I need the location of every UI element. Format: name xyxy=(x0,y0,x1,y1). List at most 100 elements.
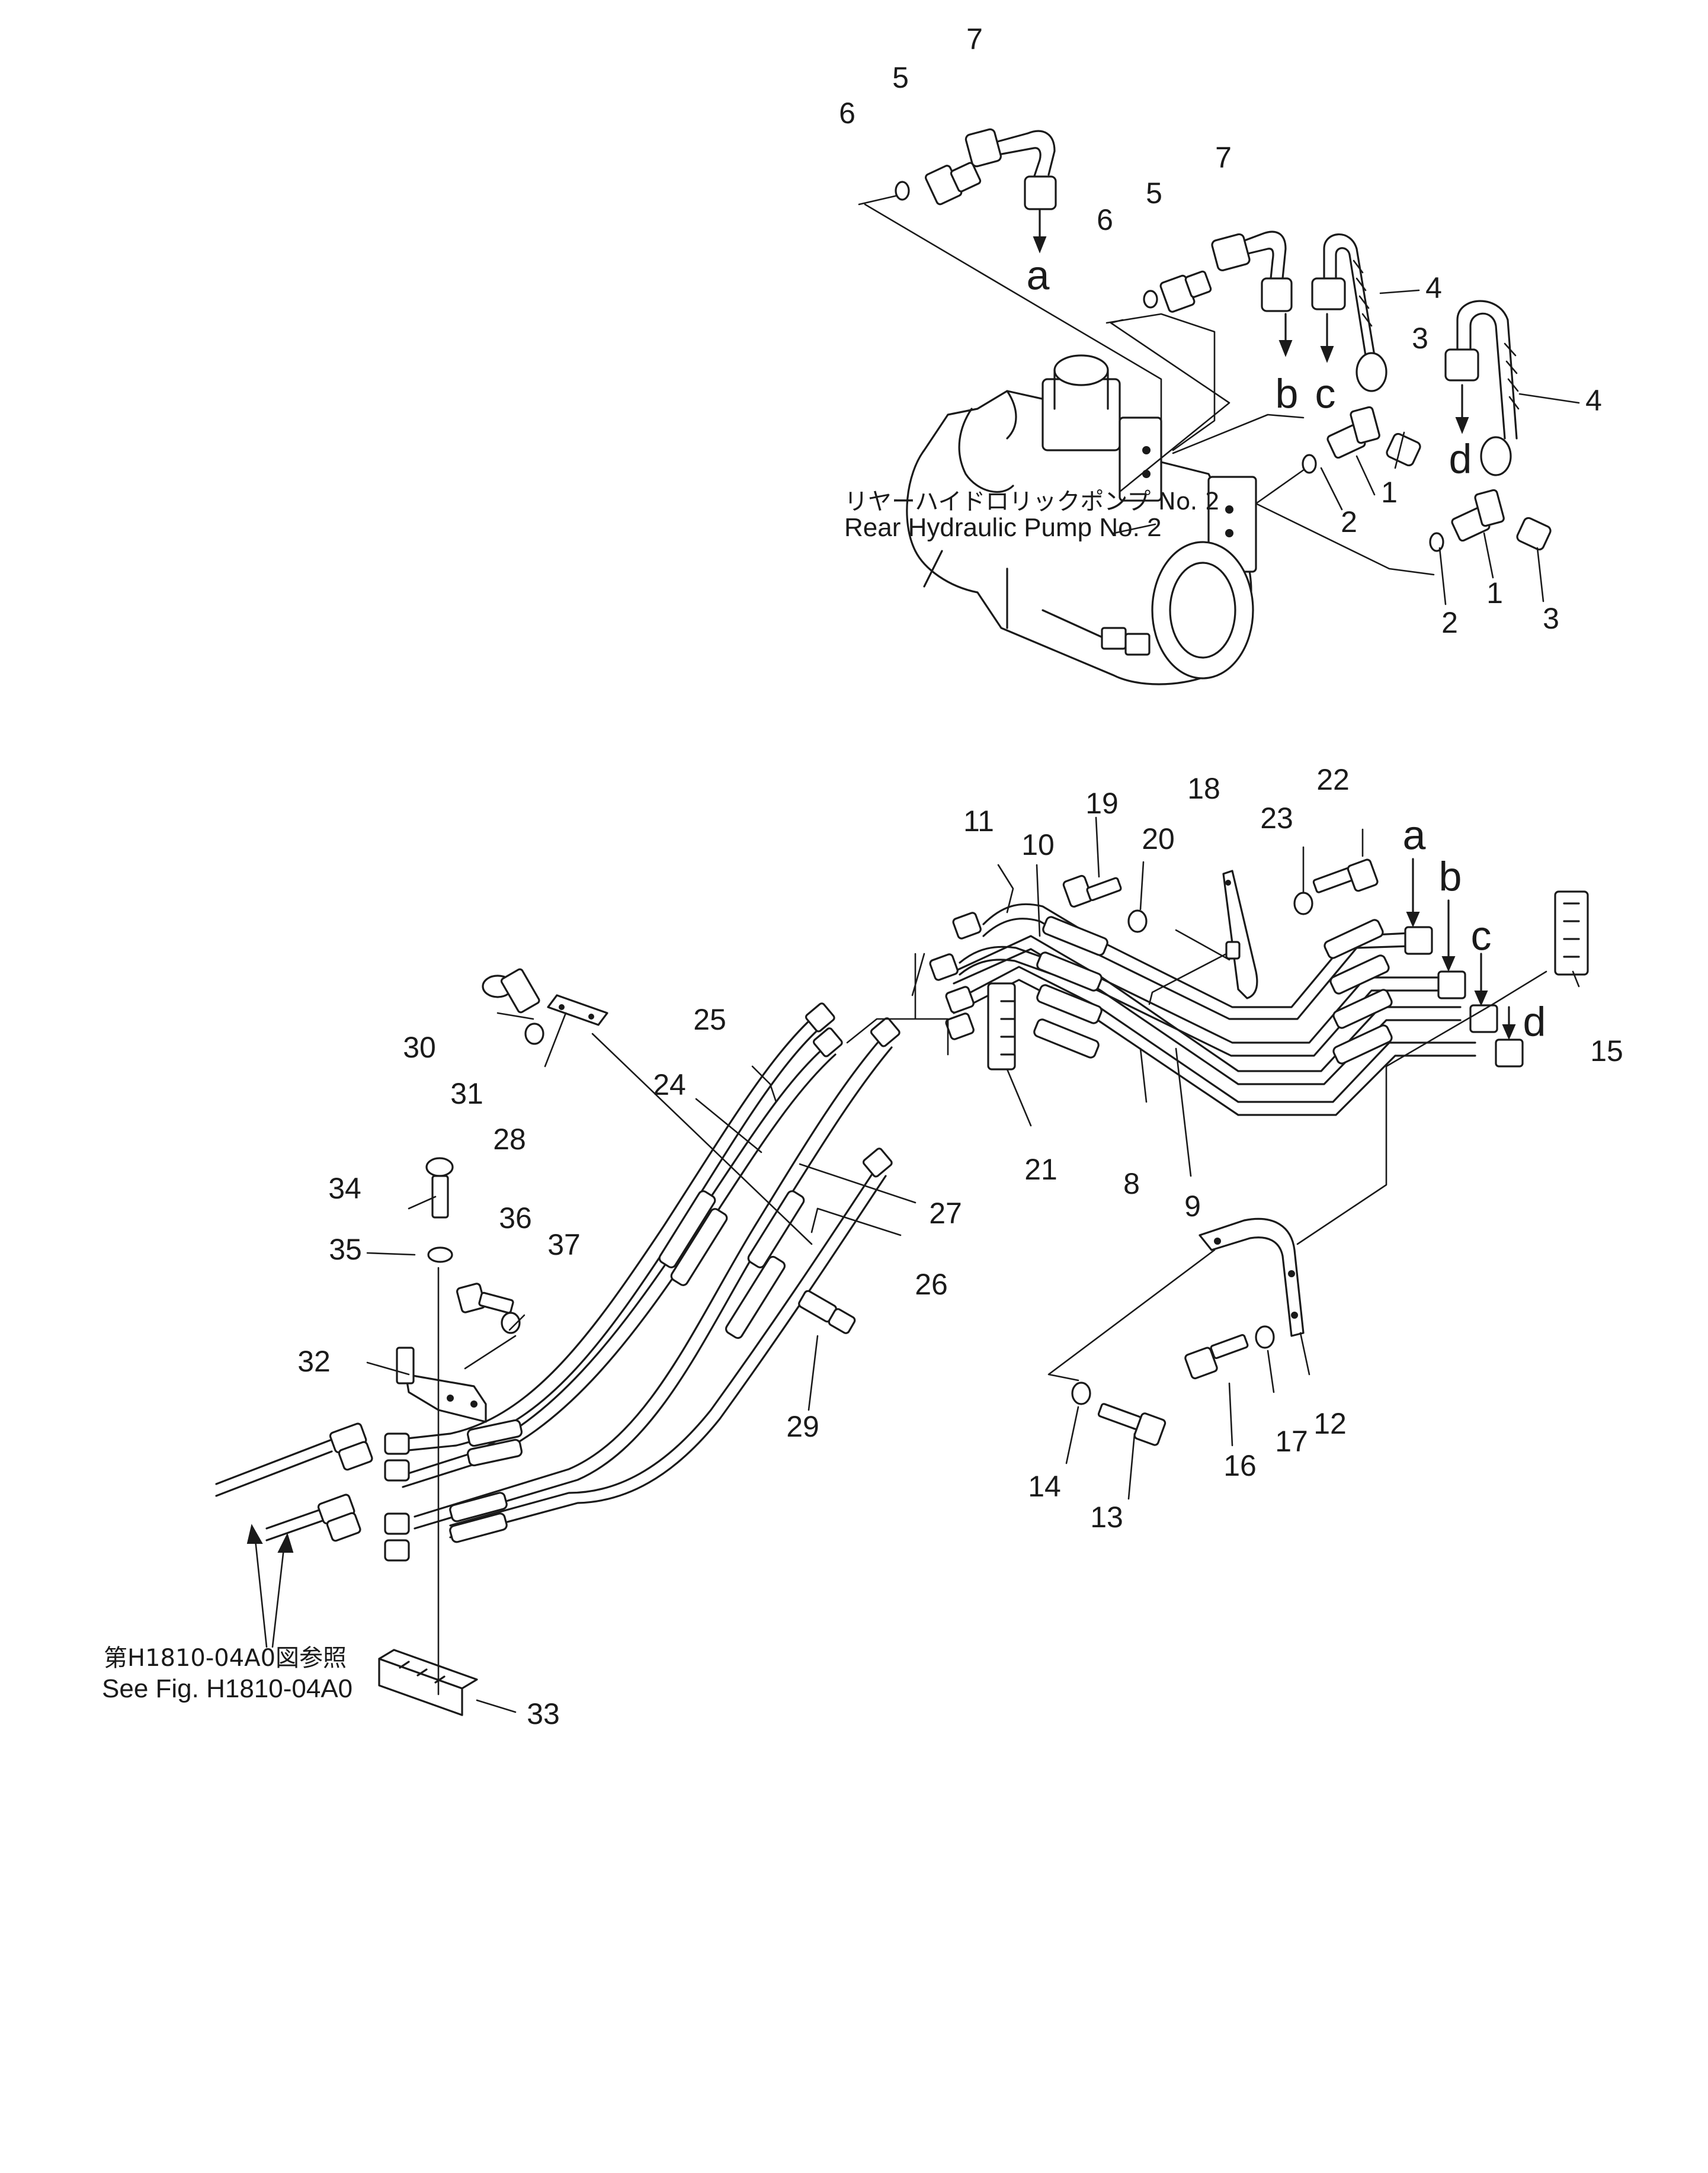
tube-bundle-8-11 xyxy=(929,903,1524,1116)
callout-5: 5 xyxy=(892,61,909,94)
arrow-b-top xyxy=(1278,313,1293,357)
reference-pipes xyxy=(215,1422,373,1648)
callout-21: 21 xyxy=(1024,1153,1058,1186)
part-7-hose-b xyxy=(1211,230,1293,312)
callout-4: 4 xyxy=(1585,384,1602,417)
part-33-clamp xyxy=(378,1649,478,1716)
callout-13: 13 xyxy=(1090,1501,1123,1534)
callout-20: 20 xyxy=(1142,822,1175,855)
callout-1: 1 xyxy=(1381,476,1398,509)
callout-25: 25 xyxy=(693,1003,726,1036)
part-29-fitting xyxy=(798,1290,856,1334)
part-21-clamp xyxy=(987,982,1016,1071)
part-32-bracket xyxy=(396,1347,487,1423)
part-3-plug-b xyxy=(1516,517,1552,551)
leader-29 xyxy=(807,1335,819,1411)
callout-numbers: 7 5 6 7 5 6 4 4 3 1 2 2 1 3 11 10 19 20 … xyxy=(297,23,1623,1730)
callout-28: 28 xyxy=(493,1123,526,1156)
pump-label-jp: リヤーハイドロリックポンプ No. 2 xyxy=(844,488,1220,515)
arrow-c-top xyxy=(1320,313,1334,363)
callout-22: 22 xyxy=(1316,763,1350,796)
callout-5: 5 xyxy=(1146,177,1162,210)
leader-15 xyxy=(1296,970,1580,1245)
part-2-oring-a xyxy=(1302,454,1317,474)
callout-18: 18 xyxy=(1187,772,1220,805)
callout-26: 26 xyxy=(915,1268,948,1301)
callout-10: 10 xyxy=(1021,828,1055,861)
reference-note-jp: 第H1810-04A0図参照 xyxy=(104,1645,347,1672)
port-letters: a b c d a b c d xyxy=(1027,252,1546,1044)
leader-21 xyxy=(1006,1068,1032,1127)
part-34-bolt xyxy=(425,1157,454,1219)
port-letter-c-top: c xyxy=(1315,370,1336,416)
part-22-bolt xyxy=(1312,858,1379,893)
callout-29: 29 xyxy=(786,1410,819,1443)
part-14-washer xyxy=(1071,1382,1091,1405)
part-5-fitting-b xyxy=(1159,270,1212,313)
callout-23: 23 xyxy=(1260,802,1293,835)
port-letter-b-top: b xyxy=(1276,370,1299,416)
part-4-hose-d xyxy=(1444,300,1520,476)
callout-24: 24 xyxy=(653,1068,686,1101)
part-4-hose-c xyxy=(1311,233,1387,392)
leader-lines-lower xyxy=(366,816,1364,1713)
callout-14: 14 xyxy=(1028,1470,1061,1503)
leader-4a xyxy=(1379,289,1420,294)
part-37-washer xyxy=(501,1312,521,1334)
part-18-bracket xyxy=(1222,870,1258,999)
pump-label-en: Rear Hydraulic Pump No. 2 xyxy=(844,513,1162,542)
callout-3: 3 xyxy=(1543,602,1559,635)
callout-19: 19 xyxy=(1085,787,1119,820)
callout-7: 7 xyxy=(966,23,983,56)
part-19-bolt xyxy=(1062,874,1122,908)
port-letter-d-top: d xyxy=(1449,435,1472,482)
part-36-bolt xyxy=(456,1283,514,1314)
callout-6: 6 xyxy=(839,97,855,130)
tube-bundle-24-27 xyxy=(384,1002,901,1562)
part-35-washer xyxy=(427,1246,453,1263)
callout-9: 9 xyxy=(1184,1190,1201,1223)
part-17-washer xyxy=(1255,1325,1275,1349)
callout-30: 30 xyxy=(403,1031,436,1064)
callout-15: 15 xyxy=(1590,1034,1623,1068)
callout-17: 17 xyxy=(1275,1425,1308,1458)
arrow-a-top xyxy=(1033,209,1047,254)
callout-37: 37 xyxy=(547,1228,581,1261)
rear-hydraulic-pump xyxy=(906,354,1257,685)
port-letter-d-lower: d xyxy=(1523,998,1546,1044)
part-28-plate xyxy=(547,994,608,1026)
reference-note-en: See Fig. H1810-04A0 xyxy=(102,1674,353,1703)
callout-2: 2 xyxy=(1341,505,1357,539)
callout-6: 6 xyxy=(1097,203,1113,236)
part-16-bolt xyxy=(1184,1334,1249,1380)
part-6-oring-a xyxy=(895,181,910,201)
part-31-washer xyxy=(524,1023,544,1045)
port-arrows-lower xyxy=(1406,858,1516,1040)
part-23-washer xyxy=(1293,892,1313,915)
part-7-hose-a xyxy=(964,128,1057,210)
part-6-oring-b xyxy=(1143,290,1158,309)
port-letter-a-lower: a xyxy=(1403,812,1426,858)
callout-34: 34 xyxy=(328,1172,361,1205)
callout-11: 11 xyxy=(963,805,994,838)
callout-4: 4 xyxy=(1425,271,1442,305)
part-15-clamp xyxy=(1554,890,1589,976)
reference-note: 第H1810-04A0図参照 See Fig. H1810-04A0 xyxy=(102,1645,353,1703)
leader-28 xyxy=(544,1012,813,1245)
callout-7: 7 xyxy=(1215,141,1232,174)
leader-lines-top xyxy=(858,194,1435,576)
part-13-bolt xyxy=(1097,1403,1167,1446)
bundle-link-lines xyxy=(846,953,949,1056)
callout-36: 36 xyxy=(499,1201,532,1235)
leader-12 xyxy=(1047,1249,1310,1382)
part-5-fitting-a xyxy=(925,162,982,206)
part-1-elbow-b xyxy=(1451,489,1505,542)
callout-35: 35 xyxy=(329,1233,362,1266)
part-3-plug-a xyxy=(1386,432,1421,467)
port-letter-c-lower: c xyxy=(1471,912,1492,959)
arrow-d-top xyxy=(1455,384,1469,434)
part-30-bolt xyxy=(482,968,540,1014)
pump-label: リヤーハイドロリックポンプ No. 2 Rear Hydraulic Pump … xyxy=(844,488,1220,542)
part-20-washer xyxy=(1127,909,1148,933)
